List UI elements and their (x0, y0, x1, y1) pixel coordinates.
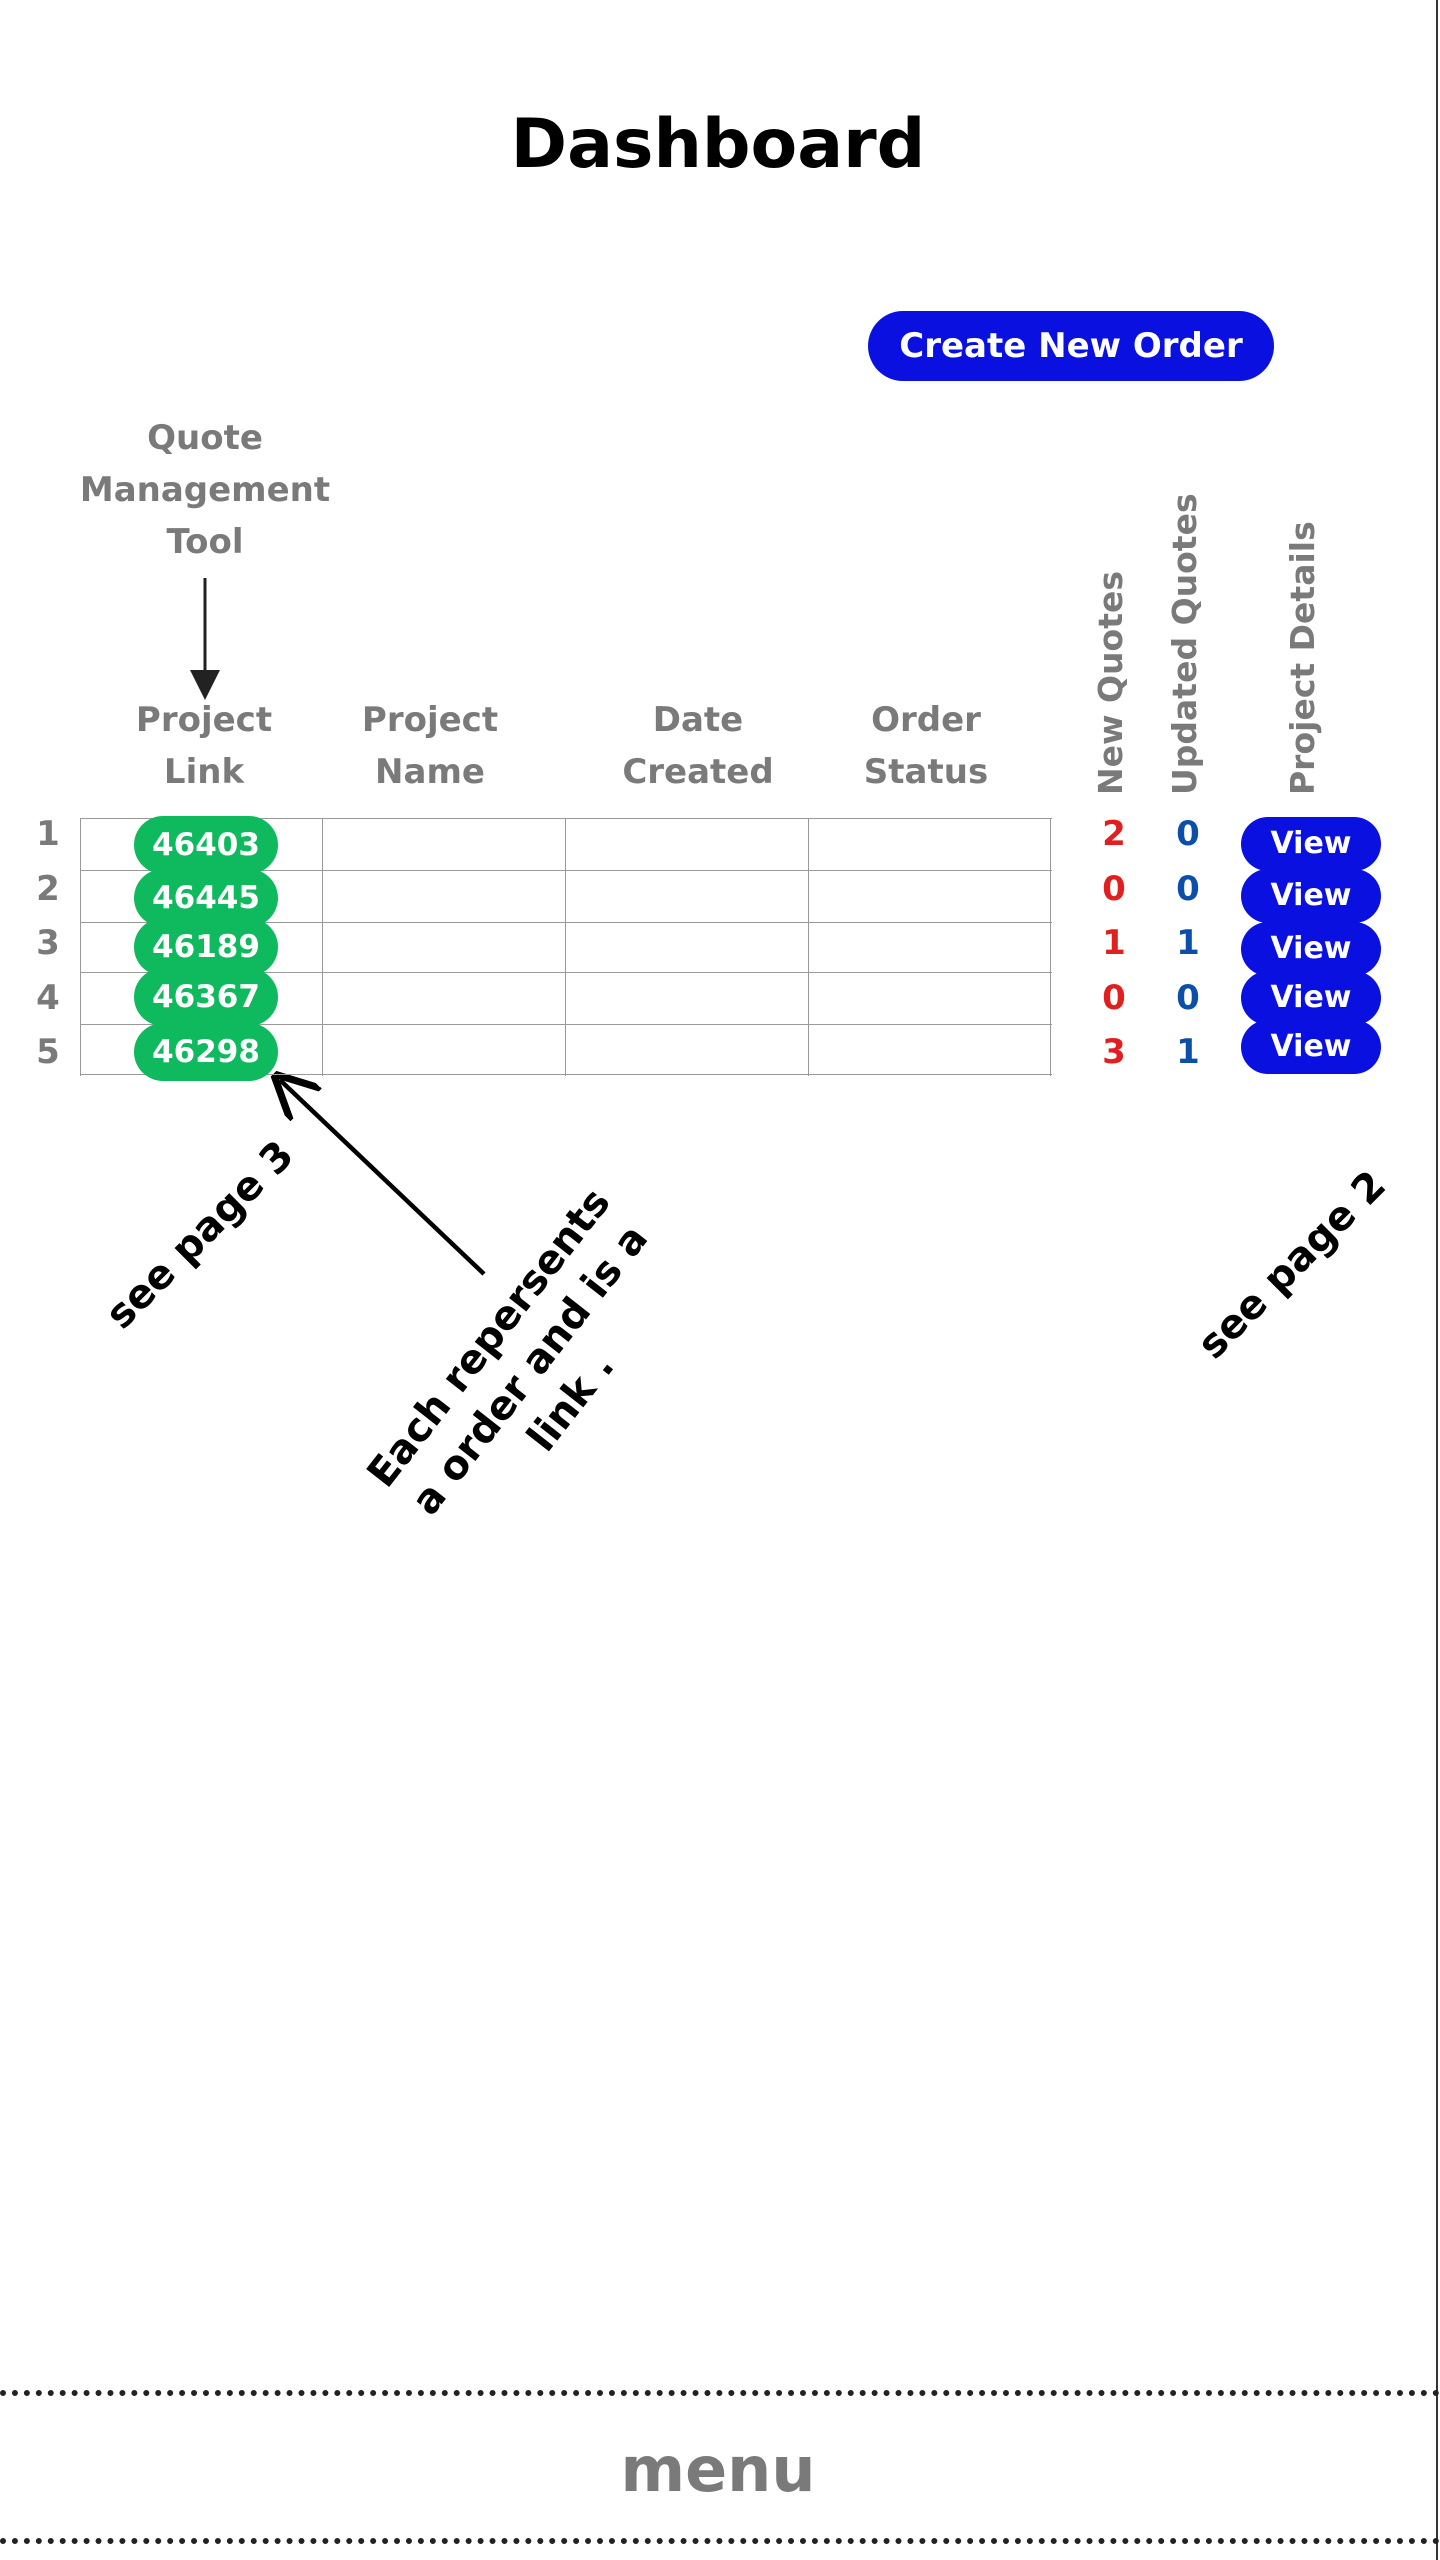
page-title: Dashboard (510, 105, 926, 184)
project-link-button[interactable]: 46403 (134, 816, 278, 874)
table-col-rule (322, 818, 323, 1076)
project-link-button[interactable]: 46189 (134, 918, 278, 976)
row-number: 5 (36, 1032, 60, 1072)
table-rule (80, 972, 1052, 973)
header-project-details: Project Details (1283, 521, 1322, 795)
table-rule (80, 1074, 1052, 1075)
new-quotes-count: 0 (1102, 869, 1126, 909)
project-link-button[interactable]: 46367 (134, 968, 278, 1026)
menu-bottom-divider (0, 2538, 1440, 2544)
row-number: 1 (36, 814, 60, 854)
new-quotes-count: 1 (1102, 923, 1126, 963)
new-quotes-count: 2 (1102, 814, 1126, 854)
table-rule (80, 1024, 1052, 1025)
header-project-name: Project Name (361, 700, 499, 792)
menu-top-divider (0, 2390, 1440, 2396)
new-quotes-count: 3 (1102, 1032, 1126, 1072)
table-col-rule (1050, 818, 1051, 1076)
table-col-rule (565, 818, 566, 1076)
table-rule (80, 818, 1052, 819)
view-project-details-button[interactable]: View (1241, 1020, 1381, 1074)
project-link-button[interactable]: 46298 (134, 1023, 278, 1081)
row-number: 3 (36, 923, 60, 963)
row-number: 2 (36, 869, 60, 909)
table-rule (80, 870, 1052, 871)
table-rule (80, 922, 1052, 923)
header-project-link: Project Link (135, 700, 273, 792)
create-new-order-button[interactable]: Create New Order (868, 311, 1274, 381)
updated-quotes-count: 0 (1176, 978, 1200, 1018)
table-col-rule (808, 818, 809, 1076)
view-project-details-button[interactable]: View (1241, 869, 1381, 923)
view-project-details-button[interactable]: View (1241, 922, 1381, 976)
header-updated-quotes: Updated Quotes (1165, 493, 1204, 795)
quote-management-tool-label: Quote Management Tool (79, 418, 331, 562)
order-link-arrow (280, 1080, 486, 1276)
header-date-created: Date Created (622, 700, 774, 792)
orders-table (80, 818, 1052, 1076)
updated-quotes-count: 0 (1176, 869, 1200, 909)
page-right-border (1436, 0, 1438, 2560)
updated-quotes-count: 1 (1176, 1032, 1200, 1072)
table-col-rule (80, 818, 81, 1076)
updated-quotes-count: 1 (1176, 923, 1200, 963)
new-quotes-count: 0 (1102, 978, 1126, 1018)
header-new-quotes: New Quotes (1091, 571, 1130, 795)
view-project-details-button[interactable]: View (1241, 971, 1381, 1025)
menu-button[interactable]: menu (620, 2433, 816, 2506)
view-project-details-button[interactable]: View (1241, 817, 1381, 871)
project-link-button[interactable]: 46445 (134, 869, 278, 927)
updated-quotes-count: 0 (1176, 814, 1200, 854)
row-number: 4 (36, 978, 60, 1018)
header-order-status: Order Status (863, 700, 989, 792)
